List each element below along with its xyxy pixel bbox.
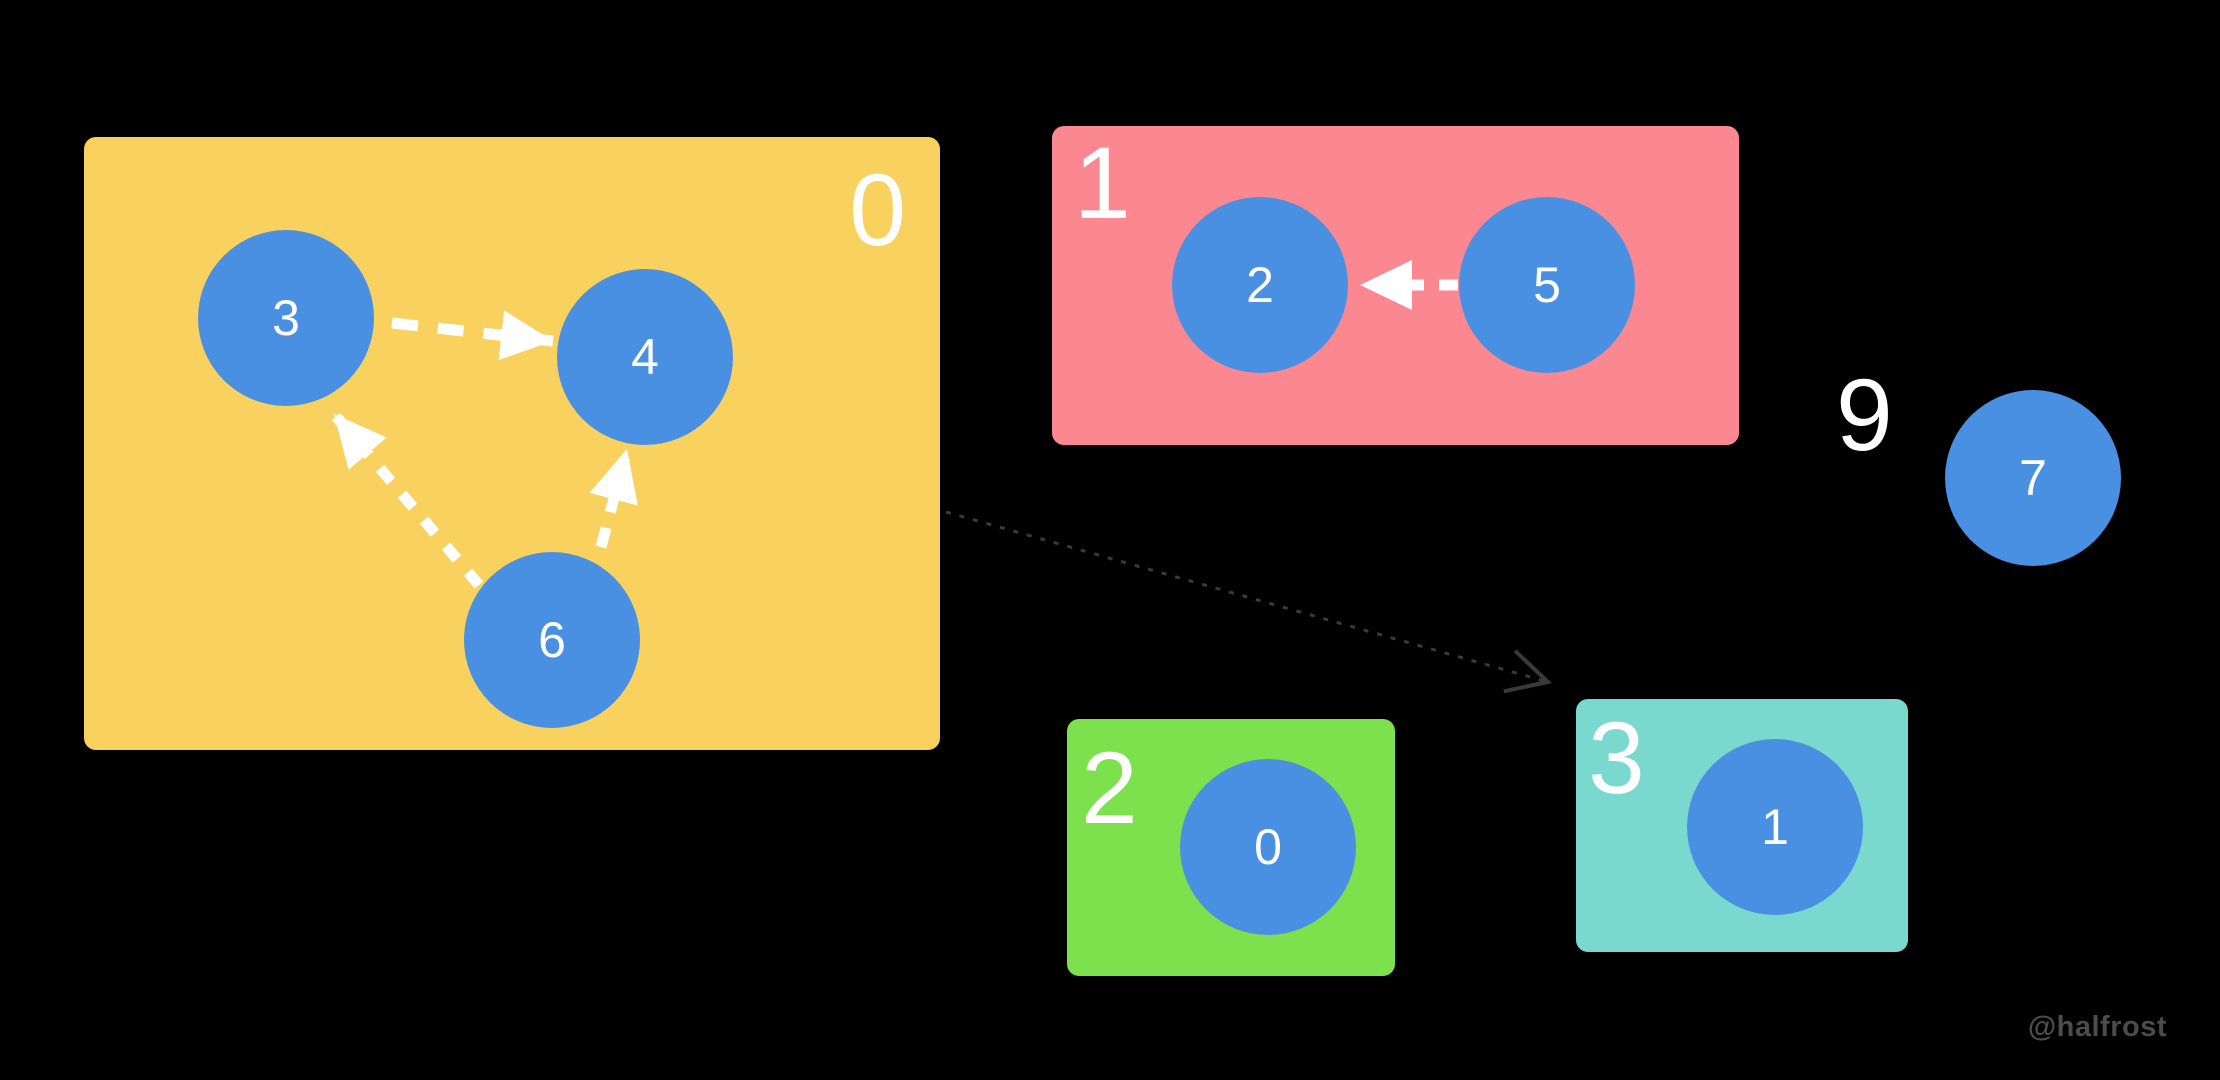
group-1-label: 1 (1074, 126, 1131, 240)
node-4: 4 (557, 269, 733, 445)
watermark: @halfrost (2027, 1011, 2167, 1043)
group-0-box: 0 3 4 6 (84, 137, 940, 750)
node-7: 7 (1945, 390, 2121, 566)
node-5: 5 (1459, 197, 1635, 373)
group-3-label: 3 (1588, 701, 1645, 815)
node-2: 2 (1172, 197, 1348, 373)
group-9-label: 9 (1836, 358, 1893, 472)
node-0: 0 (1180, 759, 1356, 935)
node-6: 6 (464, 552, 640, 728)
node-3: 3 (198, 230, 374, 406)
group-2-box: 2 0 (1067, 719, 1395, 976)
edge-group0-to-group3 (945, 510, 1553, 694)
group-2-label: 2 (1081, 731, 1138, 845)
group-1-box: 1 2 5 (1052, 126, 1739, 445)
group-3-box: 3 1 (1576, 699, 1908, 952)
group-0-label: 0 (849, 153, 906, 267)
node-1: 1 (1687, 739, 1863, 915)
